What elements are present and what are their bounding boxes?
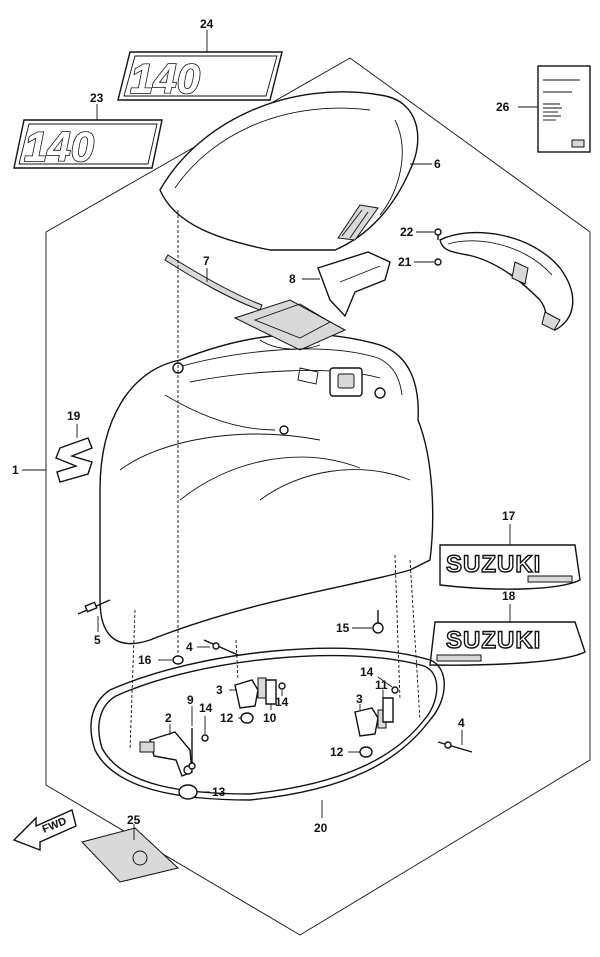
suzuki-decal-lower: SUZUKI bbox=[429, 621, 586, 666]
callout-7: 7 bbox=[203, 254, 210, 268]
callout-3b: 3 bbox=[356, 692, 363, 706]
callout-14b: 14 bbox=[199, 701, 213, 715]
callout-4b: 4 bbox=[458, 716, 465, 730]
leader-14c bbox=[377, 676, 393, 688]
assembly-boundary bbox=[45, 57, 591, 936]
assembly-guides bbox=[129, 210, 421, 751]
decal-140-lower: 140 bbox=[13, 119, 163, 171]
pin-4-left bbox=[203, 639, 239, 656]
suzuki-decal-upper: SUZUKI bbox=[439, 544, 581, 590]
grommet-12-right bbox=[359, 746, 373, 758]
bolt-15 bbox=[372, 610, 384, 634]
callout-24: 24 bbox=[200, 17, 214, 31]
cover-plate bbox=[317, 251, 391, 318]
callout-10: 10 bbox=[263, 711, 277, 725]
screw-9 bbox=[188, 728, 196, 770]
screw-14-c bbox=[391, 686, 399, 694]
screw-14-b bbox=[201, 734, 209, 742]
callout-3a: 3 bbox=[216, 683, 223, 697]
decal-140-upper-text: 140 bbox=[130, 55, 200, 102]
callout-12a: 12 bbox=[220, 711, 234, 725]
clip-10 bbox=[265, 679, 277, 705]
engine-cover-main bbox=[99, 299, 434, 645]
callout-19: 19 bbox=[67, 409, 81, 423]
fwd-arrow-icon: FWD bbox=[12, 809, 77, 852]
callout-13: 13 bbox=[212, 785, 226, 799]
seal-strip bbox=[164, 254, 263, 311]
callout-5: 5 bbox=[94, 633, 101, 647]
decal-140-upper: 140 bbox=[117, 51, 283, 103]
callout-1: 1 bbox=[12, 463, 19, 477]
screw-14-a bbox=[278, 682, 286, 690]
callout-22: 22 bbox=[400, 225, 414, 239]
rear-handle bbox=[434, 231, 574, 331]
latch-bracket-2 bbox=[139, 731, 193, 777]
grommet-16 bbox=[172, 655, 184, 665]
callout-14c: 14 bbox=[360, 665, 374, 679]
callout-9: 9 bbox=[187, 693, 194, 707]
callout-18: 18 bbox=[502, 589, 516, 603]
cover-seal-ring bbox=[90, 647, 445, 801]
pin-5 bbox=[77, 599, 111, 615]
callout-15: 15 bbox=[336, 621, 350, 635]
callout-25: 25 bbox=[127, 813, 141, 827]
callout-2: 2 bbox=[165, 711, 172, 725]
callout-8: 8 bbox=[289, 272, 296, 286]
callout-12b: 12 bbox=[330, 745, 344, 759]
grommet-13 bbox=[178, 784, 198, 800]
label-bag-25 bbox=[81, 827, 180, 883]
callout-20: 20 bbox=[314, 821, 328, 835]
callout-26: 26 bbox=[496, 100, 510, 114]
suzuki-decal-upper-text: SUZUKI bbox=[446, 551, 541, 578]
callout-16: 16 bbox=[138, 653, 152, 667]
latch-3-right bbox=[354, 707, 387, 737]
clip-11 bbox=[382, 697, 394, 723]
pin-4-right bbox=[437, 741, 473, 753]
grommet-12-left bbox=[240, 712, 254, 724]
callout-23: 23 bbox=[90, 91, 104, 105]
suzuki-s-emblem bbox=[55, 437, 93, 483]
callout-4a: 4 bbox=[186, 640, 193, 654]
top-cover-cap bbox=[159, 91, 419, 251]
decal-140-lower-text: 140 bbox=[24, 123, 94, 170]
latch-3-left bbox=[234, 677, 267, 709]
suzuki-decal-lower-text: SUZUKI bbox=[446, 627, 541, 654]
callout-14a: 14 bbox=[275, 695, 289, 709]
owners-manual bbox=[537, 65, 591, 153]
callout-17: 17 bbox=[502, 509, 516, 523]
callout-6: 6 bbox=[434, 157, 441, 171]
callout-11: 11 bbox=[375, 678, 388, 692]
screw-22 bbox=[434, 228, 442, 240]
callout-21: 21 bbox=[398, 255, 412, 269]
